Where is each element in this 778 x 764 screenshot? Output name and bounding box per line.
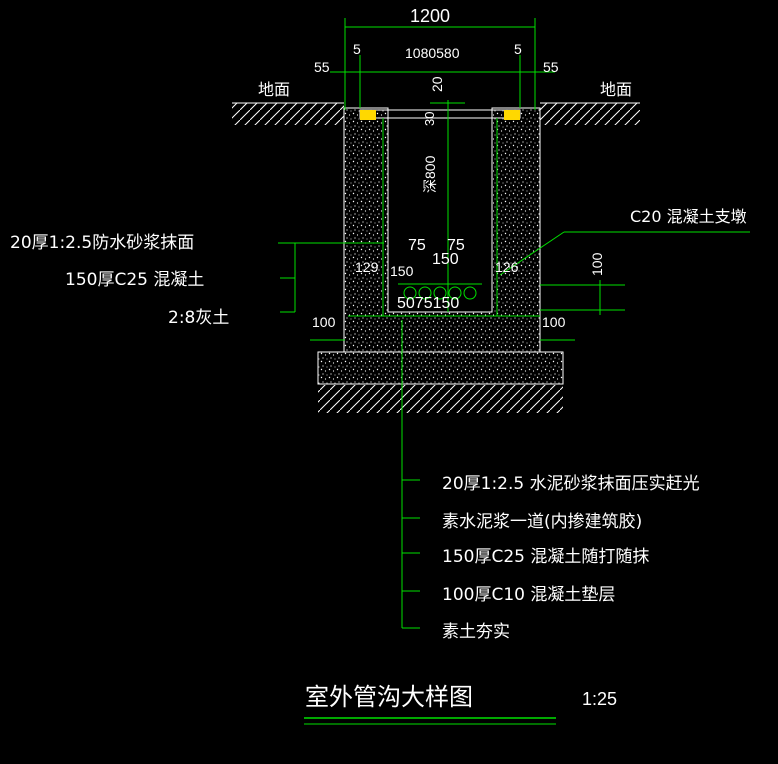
dim-inner-right: 5 bbox=[514, 41, 522, 57]
dim-depth: 深800 bbox=[422, 155, 438, 193]
dim-cover-thk2: 30 bbox=[422, 112, 437, 126]
note-left-3: 2:8灰土 bbox=[168, 308, 229, 328]
dim-bottom-left-ext: 100 bbox=[312, 314, 336, 330]
dim-bottom-right-ext: 100 bbox=[542, 314, 566, 330]
note-bottom-4: 100厚C10 混凝土垫层 bbox=[442, 585, 615, 605]
leader-bottom bbox=[401, 320, 420, 629]
dim-pipe-span: 150 bbox=[432, 251, 459, 268]
note-bottom-5: 素土夯实 bbox=[442, 622, 510, 642]
note-bottom-3: 150厚C25 混凝土随打随抹 bbox=[442, 547, 649, 567]
dim-right-126: 126 bbox=[495, 259, 519, 275]
note-bottom-1: 20厚1:2.5 水泥砂浆抹面压实赶光 bbox=[442, 474, 700, 494]
dimension-lines bbox=[310, 18, 625, 341]
dim-support-height: 100 bbox=[589, 252, 605, 276]
dim-overall-width: 1200 bbox=[410, 6, 450, 26]
base-pad bbox=[317, 351, 564, 385]
dim-outer-right: 55 bbox=[543, 59, 559, 75]
dim-outer-left: 55 bbox=[314, 59, 330, 75]
ground-label-left: 地面 bbox=[258, 80, 290, 99]
note-right-support: C20 混凝土支墩 bbox=[630, 207, 747, 226]
drawing-title: 室外管沟大样图 bbox=[305, 683, 473, 711]
trench-cavity bbox=[387, 117, 493, 313]
dim-inner-left: 5 bbox=[353, 41, 361, 57]
note-left-2: 150厚C25 混凝土 bbox=[65, 270, 204, 290]
dim-pipe-off-left: 75 bbox=[408, 237, 426, 254]
note-left-1: 20厚1:2.5防水砂浆抹面 bbox=[10, 233, 194, 253]
dim-pipe-off-right: 75 bbox=[447, 237, 465, 254]
leader-left bbox=[278, 231, 750, 313]
cover-plate bbox=[359, 109, 521, 120]
dim-inner-mid: 1080580 bbox=[405, 45, 460, 61]
note-bottom-2: 素水泥浆一道(内掺建筑胶) bbox=[442, 512, 642, 532]
dim-bottom-row: 5075150 bbox=[397, 295, 459, 312]
dim-left-129: 129 bbox=[355, 259, 379, 275]
ground-label-right: 地面 bbox=[600, 80, 632, 99]
dim-cover-thk: 20 bbox=[429, 76, 445, 92]
dim-left-150: 150 bbox=[390, 263, 414, 279]
soil-hatch bbox=[232, 102, 640, 413]
title-underline bbox=[304, 717, 556, 725]
drawing-scale: 1:25 bbox=[582, 689, 617, 709]
